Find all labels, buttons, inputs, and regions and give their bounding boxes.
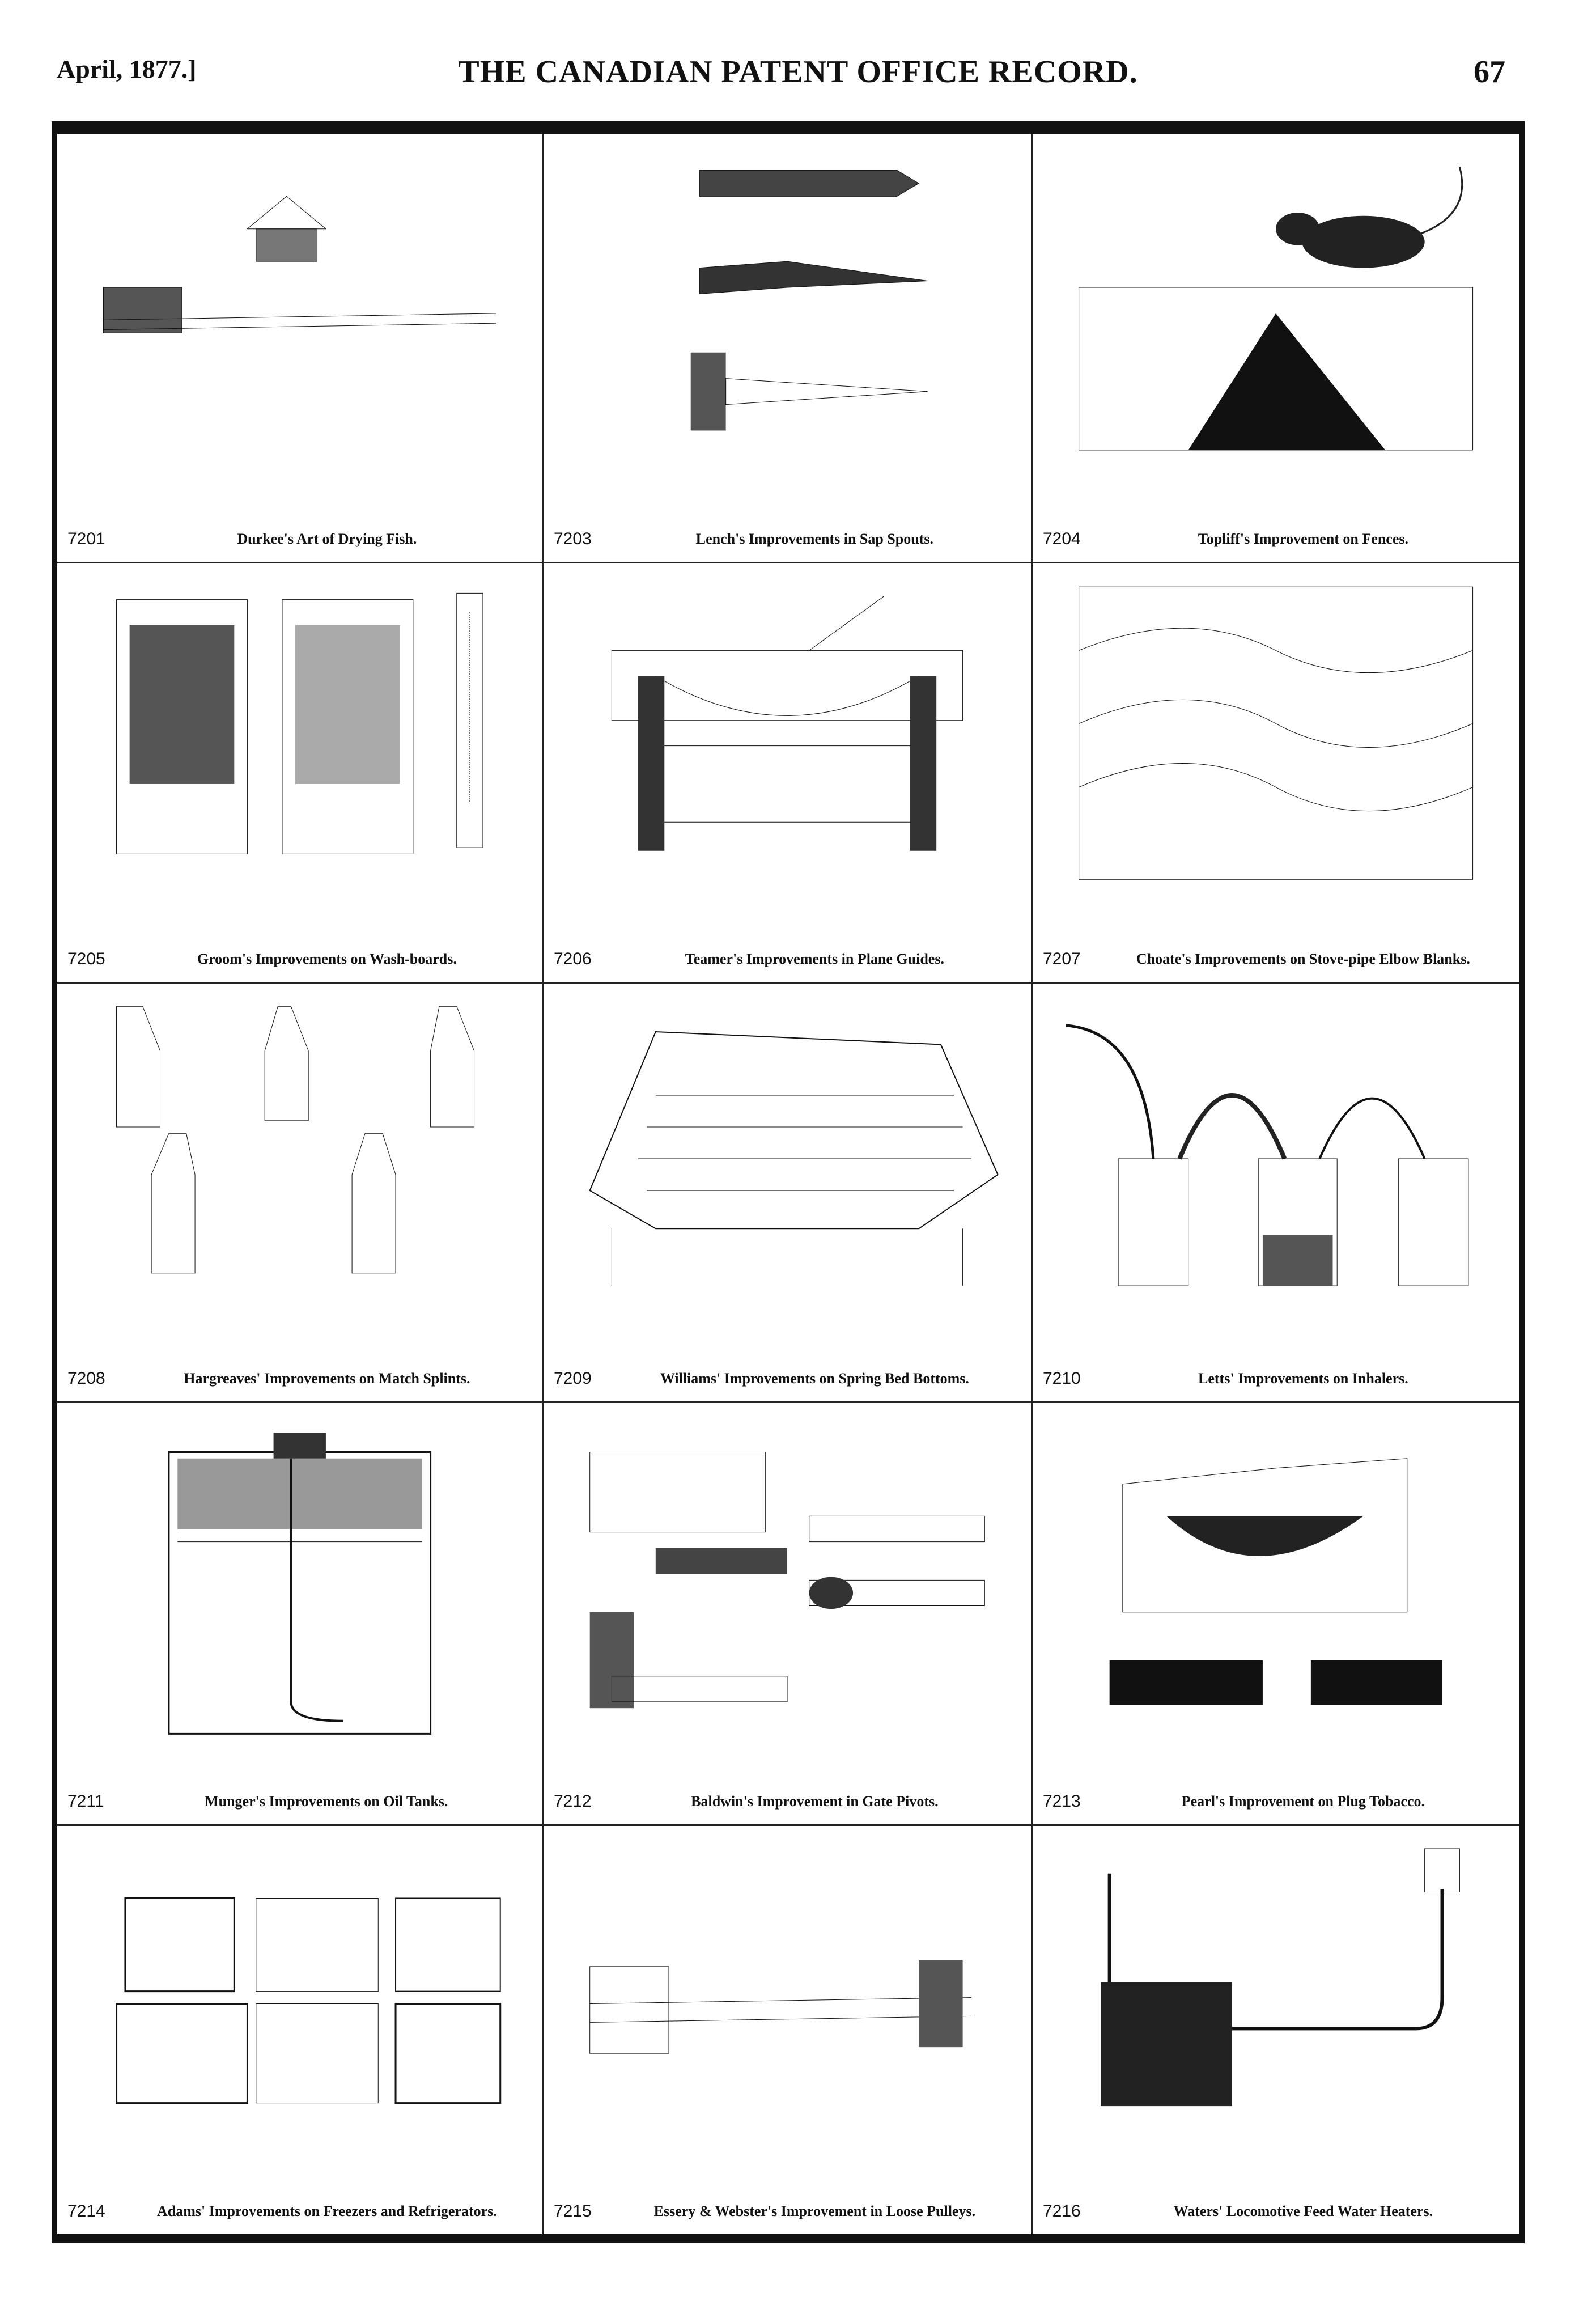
patent-number: 7207 bbox=[1043, 950, 1081, 968]
drying-fish-illustration bbox=[82, 151, 518, 476]
loose-pulley-illustration bbox=[568, 1960, 1007, 2152]
page-title: THE CANADIAN PATENT OFFICE RECORD. bbox=[458, 54, 1138, 90]
patent-title: Groom's Improvements on Wash-boards. bbox=[197, 951, 457, 967]
patent-title: Essery & Webster's Improvement in Loose … bbox=[653, 2203, 976, 2219]
patent-cell: 7204 Topliff's Improvement on Fences. bbox=[1033, 134, 1519, 563]
patent-cell: 7215 Essery & Webster's Improvement in Lo… bbox=[544, 1826, 1033, 2234]
patent-cell: 7201 Durkee's Art of Drying Fish. bbox=[57, 134, 544, 563]
patent-number: 7213 bbox=[1043, 1792, 1081, 1811]
patent-number: 7212 bbox=[554, 1792, 592, 1811]
patent-number: 7210 bbox=[1043, 1369, 1081, 1388]
patent-cell: 7211 Munger's Improvements on Oil Tanks. bbox=[57, 1403, 544, 1826]
patent-title: Pearl's Improvement on Plug Tobacco. bbox=[1181, 1793, 1425, 1810]
inhaler-illustration bbox=[1057, 1000, 1495, 1317]
patent-cell: 7203 Lench's Improvements in Sap Spouts. bbox=[544, 134, 1033, 563]
patent-title: Waters' Locomotive Feed Water Heaters. bbox=[1173, 2203, 1433, 2219]
patent-cell: 7205 Groom's Improvements on Wash-boards. bbox=[57, 563, 544, 984]
match-splint-illustration bbox=[82, 1000, 518, 1317]
patent-number: 7201 bbox=[67, 529, 105, 548]
patent-title: Baldwin's Improvement in Gate Pivots. bbox=[691, 1793, 939, 1810]
patent-cell: 7206 Teamer's Improvements in Plane Guide… bbox=[544, 563, 1033, 984]
patent-cell: 7210 Letts' Improvements on Inhalers. bbox=[1033, 984, 1519, 1403]
spring-bed-bottom-illustration bbox=[568, 1000, 1007, 1317]
header-date: April, 1877.] bbox=[57, 54, 197, 83]
patent-title: Hargreaves' Improvements on Match Splint… bbox=[184, 1370, 470, 1387]
fence-with-cat-illustration bbox=[1057, 151, 1495, 476]
patent-title: Durkee's Art of Drying Fish. bbox=[237, 531, 417, 547]
patent-cell: 7212 Baldwin's Improvement in Gate Pivots… bbox=[544, 1403, 1033, 1826]
patent-title: Adams' Improvements on Freezers and Refr… bbox=[156, 2203, 497, 2219]
patent-number: 7209 bbox=[554, 1369, 592, 1388]
patent-title: Williams' Improvements on Spring Bed Bot… bbox=[660, 1370, 969, 1387]
patent-number: 7211 bbox=[67, 1792, 104, 1811]
patent-number: 7208 bbox=[67, 1369, 105, 1388]
plane-guide-illustration bbox=[568, 580, 1007, 851]
patent-number: 7204 bbox=[1043, 529, 1081, 548]
patent-cell: 7207 Choate's Improvements on Stove-pipe … bbox=[1033, 563, 1519, 984]
patent-number: 7206 bbox=[554, 950, 592, 968]
patent-title: Topliff's Improvement on Fences. bbox=[1198, 531, 1408, 547]
refrigerator-illustration bbox=[82, 1842, 518, 2152]
patent-number: 7214 bbox=[67, 2202, 105, 2221]
patent-cell: 7214 Adams' Improvements on Freezers and … bbox=[57, 1826, 544, 2234]
patent-number: 7205 bbox=[67, 950, 105, 968]
patent-title: Teamer's Improvements in Plane Guides. bbox=[685, 951, 944, 967]
sap-spout-illustration bbox=[690, 151, 1007, 431]
patent-title: Lench's Improvements in Sap Spouts. bbox=[695, 531, 933, 547]
page-number: 67 bbox=[1474, 54, 1505, 90]
gate-pivot-illustration bbox=[568, 1420, 1007, 1708]
patent-number: 7215 bbox=[554, 2202, 592, 2221]
patent-cell: 7208 Hargreaves' Improvements on Match Sp… bbox=[57, 984, 544, 1403]
stove-pipe-blank-illustration bbox=[1057, 580, 1495, 899]
patent-cell: 7209 Williams' Improvements on Spring Bed… bbox=[544, 984, 1033, 1403]
patent-title: Choate's Improvements on Stove-pipe Elbo… bbox=[1136, 951, 1470, 967]
patent-illustration-grid: 7201 Durkee's Art of Drying Fish. 7203 Len… bbox=[52, 121, 1525, 2243]
patent-number: 7203 bbox=[554, 529, 592, 548]
patent-cell: 7213 Pearl's Improvement on Plug Tobacco. bbox=[1033, 1403, 1519, 1826]
oil-tank-illustration bbox=[82, 1433, 518, 1740]
plug-tobacco-illustration bbox=[1109, 1420, 1442, 1705]
wash-board-illustration bbox=[82, 580, 518, 899]
patent-title: Munger's Improvements on Oil Tanks. bbox=[205, 1793, 448, 1810]
patent-cell: 7216 Waters' Locomotive Feed Water Heater… bbox=[1033, 1826, 1519, 2234]
patent-number: 7216 bbox=[1043, 2202, 1081, 2221]
patent-title: Letts' Improvements on Inhalers. bbox=[1198, 1370, 1408, 1387]
feed-water-heater-illustration bbox=[1057, 1842, 1495, 2106]
